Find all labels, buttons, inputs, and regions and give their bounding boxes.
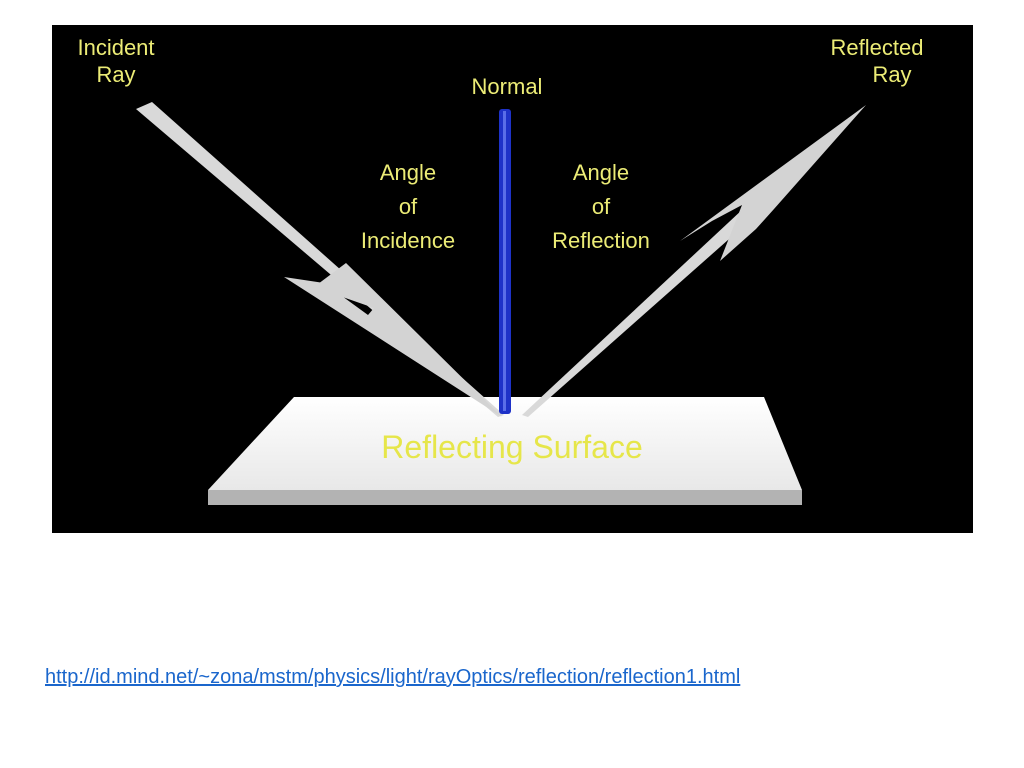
angle-of-incidence-line2: of — [398, 194, 418, 219]
reflected-ray-arrow — [522, 105, 866, 417]
reflecting-surface — [208, 397, 802, 505]
incident-ray-label-line2: Ray — [96, 62, 136, 87]
angle-of-incidence-label: Angle of Incidence — [330, 156, 486, 258]
incident-ray-label: Incident Ray — [66, 34, 166, 88]
incident-ray-head — [284, 263, 502, 417]
angle-of-reflection-line3: Reflection — [552, 228, 650, 253]
angle-of-incidence-line3: Incidence — [360, 228, 456, 253]
reflected-ray-shaft — [522, 195, 772, 417]
diagram-canvas — [136, 102, 866, 505]
source-link[interactable]: http://id.mind.net/~zona/mstm/physics/li… — [45, 666, 741, 688]
surface-edge — [208, 490, 802, 505]
reflected-ray-label-line1: Reflected — [830, 35, 924, 60]
angle-of-reflection-line2: of — [591, 194, 611, 219]
angle-of-reflection-line1: Angle — [572, 160, 630, 185]
reflected-ray-label-line2: Ray — [872, 62, 912, 87]
normal-label-text: Normal — [471, 74, 543, 99]
reflecting-surface-label-text: Reflecting Surface — [381, 429, 643, 465]
normal-line — [499, 109, 511, 414]
normal-line-highlight — [503, 111, 506, 411]
incident-ray-label-line1: Incident — [77, 35, 155, 60]
reflected-ray-label: Reflected Ray — [802, 34, 952, 88]
angle-of-incidence-line1: Angle — [379, 160, 437, 185]
normal-label: Normal — [442, 73, 572, 100]
surface-top — [208, 397, 802, 490]
reflection-diagram: Incident Ray Reflected Ray Normal Angle … — [52, 25, 973, 533]
reflected-ray-head — [680, 105, 866, 261]
reflecting-surface-label: Reflecting Surface — [292, 427, 732, 467]
incident-ray-arrow — [136, 102, 504, 417]
angle-of-reflection-label: Angle of Reflection — [519, 156, 683, 258]
